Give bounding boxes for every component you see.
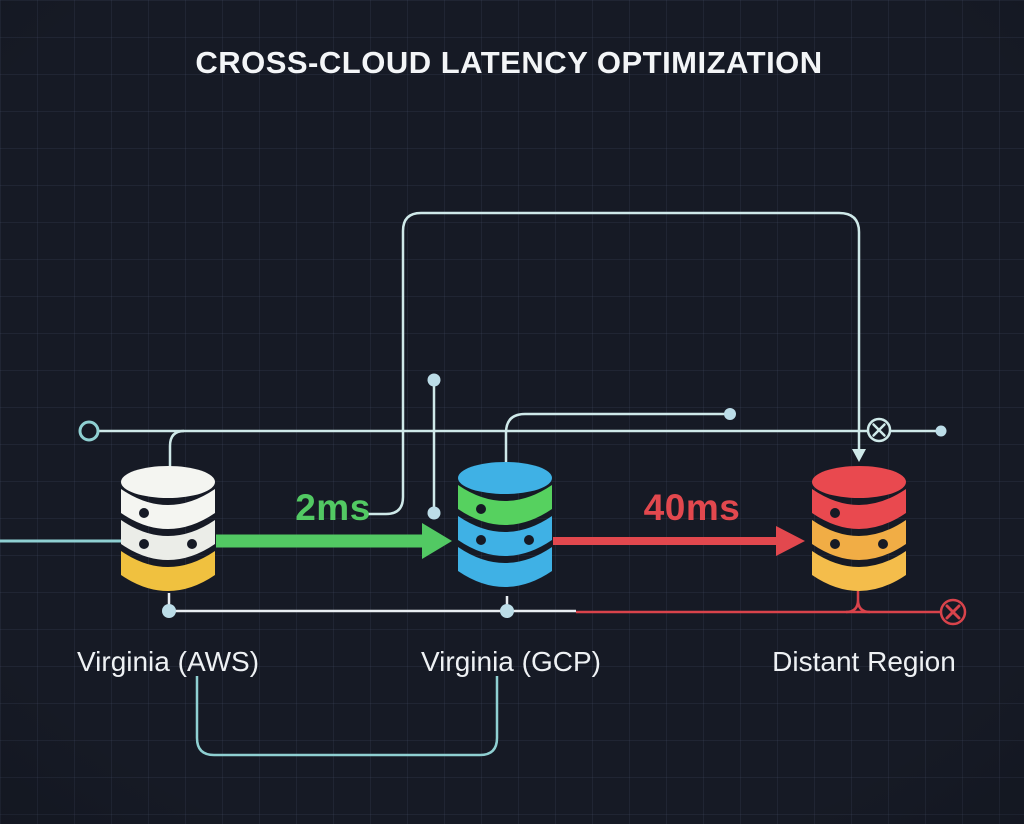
- wire-label-connector: [195, 676, 499, 757]
- arrowhead-right-icon: [422, 523, 452, 559]
- wire-bottom-red-rail: [576, 591, 967, 626]
- arrowhead-right-icon: [776, 526, 805, 556]
- wire-bottom-rail: [162, 593, 576, 618]
- wire-vertical-stub: [427, 373, 441, 520]
- latency-label-fast: 2ms: [295, 487, 371, 528]
- ring-terminal: [78, 420, 100, 442]
- node-label-aws: Virginia (AWS): [76, 646, 260, 677]
- dot-terminal: [935, 425, 947, 437]
- database-icon-gcp: [458, 462, 552, 587]
- dot-terminal: [724, 408, 736, 420]
- dot-terminal: [500, 604, 514, 618]
- wire-main-horizontal: [78, 420, 947, 467]
- wire-branch-to-aws: [168, 429, 185, 467]
- page-title: CROSS-CLOUD LATENCY OPTIMIZATION: [195, 45, 823, 80]
- database-icon-aws: [121, 466, 215, 591]
- node-label-gcp: Virginia (GCP): [421, 646, 601, 677]
- node-label-distant: Distant Region: [772, 646, 956, 677]
- database-icon-distant: [812, 466, 906, 591]
- blocked-circle-red-icon: [939, 598, 967, 626]
- wire-drop-to-gcp: [504, 408, 736, 465]
- blocked-circle-icon: [866, 417, 892, 443]
- arrowhead-down-icon: [852, 449, 866, 462]
- wire-loop-to-distant: [366, 211, 866, 516]
- arrow-slow-link: [553, 526, 805, 556]
- dot-terminal: [162, 604, 176, 618]
- dot-terminal: [427, 506, 441, 520]
- dot-terminal: [427, 373, 441, 387]
- latency-label-slow: 40ms: [643, 487, 741, 528]
